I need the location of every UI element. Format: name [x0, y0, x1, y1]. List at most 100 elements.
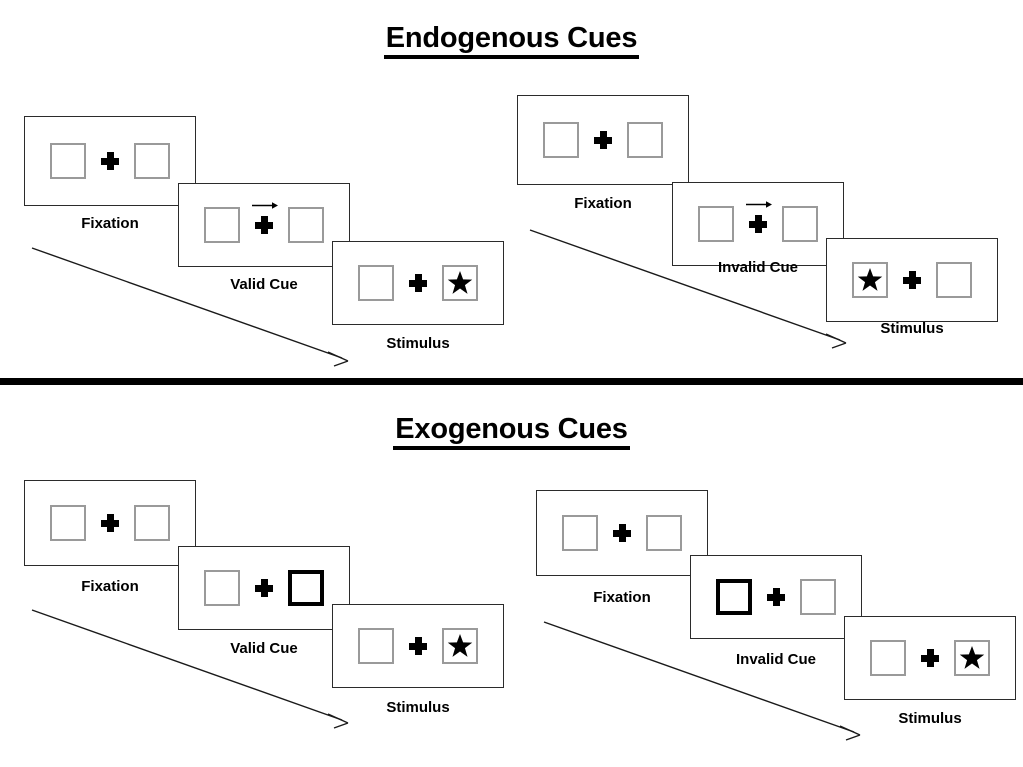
panel-content — [691, 556, 861, 638]
section-divider — [0, 378, 1023, 385]
stimulus-row — [50, 505, 170, 541]
star-icon — [447, 271, 473, 294]
panel-caption-endogenous-invalid-2: Stimulus — [880, 320, 944, 337]
stimulus-row — [543, 122, 663, 158]
placeholder-box-left — [204, 207, 240, 243]
panel-caption-exogenous-valid-0: Fixation — [81, 578, 139, 595]
star-icon — [959, 646, 985, 669]
panel-content — [179, 184, 349, 266]
plus-icon — [612, 523, 632, 543]
display-panel-endogenous-valid-0 — [24, 116, 196, 206]
panel-content — [845, 617, 1015, 699]
placeholder-box-left — [204, 570, 240, 606]
display-panel-endogenous-valid-2 — [332, 241, 504, 325]
stimulus-row — [716, 579, 836, 615]
panel-caption-endogenous-invalid-0: Fixation — [574, 195, 632, 212]
placeholder-box-left — [50, 505, 86, 541]
stimulus-row — [852, 262, 972, 298]
panel-caption-endogenous-valid-1: Valid Cue — [230, 276, 298, 293]
placeholder-box-left — [50, 143, 86, 179]
plus-icon — [254, 578, 274, 598]
placeholder-box-right — [134, 505, 170, 541]
panel-content — [25, 481, 195, 565]
panel-caption-exogenous-invalid-2: Stimulus — [898, 710, 962, 727]
cued-box-right — [288, 570, 324, 606]
placeholder-box-left — [358, 628, 394, 664]
placeholder-box-left — [543, 122, 579, 158]
stimulus-row — [358, 628, 478, 664]
placeholder-box-right — [627, 122, 663, 158]
display-panel-exogenous-valid-2 — [332, 604, 504, 688]
star-icon — [447, 634, 473, 657]
plus-icon — [920, 648, 940, 668]
placeholder-box-right — [800, 579, 836, 615]
display-panel-endogenous-invalid-2 — [826, 238, 998, 322]
display-panel-exogenous-valid-1 — [178, 546, 350, 630]
placeholder-box-right — [442, 265, 478, 301]
placeholder-box-left — [698, 206, 734, 242]
panel-content — [25, 117, 195, 205]
section-title-endogenous: Endogenous Cues — [0, 22, 1023, 60]
panel-caption-exogenous-valid-2: Stimulus — [386, 699, 450, 716]
placeholder-box-right — [442, 628, 478, 664]
placeholder-box-right — [954, 640, 990, 676]
stimulus-row — [698, 201, 818, 242]
cued-box-left — [716, 579, 752, 615]
panel-caption-endogenous-invalid-1: Invalid Cue — [717, 259, 799, 276]
panel-caption-endogenous-valid-0: Fixation — [81, 215, 139, 232]
plus-icon — [593, 130, 613, 150]
panel-content — [518, 96, 688, 184]
panel-content — [537, 491, 707, 575]
section-exogenous: Exogenous Cues — [0, 386, 1023, 767]
panel-caption-endogenous-valid-2: Stimulus — [386, 335, 450, 352]
display-panel-exogenous-invalid-2 — [844, 616, 1016, 700]
section-endogenous: Endogenous Cues — [0, 0, 1023, 381]
panel-content — [333, 242, 503, 324]
placeholder-box-right — [646, 515, 682, 551]
star-icon — [857, 268, 883, 291]
panel-content — [827, 239, 997, 321]
display-panel-endogenous-invalid-1 — [672, 182, 844, 266]
display-panel-exogenous-invalid-0 — [536, 490, 708, 576]
plus-icon — [902, 270, 922, 290]
section-title-exogenous-text: Exogenous Cues — [393, 413, 630, 451]
placeholder-box-left — [562, 515, 598, 551]
placeholder-box-left — [870, 640, 906, 676]
display-panel-endogenous-invalid-0 — [517, 95, 689, 185]
plus-icon — [766, 587, 786, 607]
panel-content — [333, 605, 503, 687]
placeholder-box-right — [936, 262, 972, 298]
plus-icon — [408, 636, 428, 656]
stimulus-row — [358, 265, 478, 301]
panel-caption-exogenous-invalid-1: Invalid Cue — [735, 651, 817, 668]
section-title-endogenous-text: Endogenous Cues — [383, 22, 640, 60]
stimulus-row — [562, 515, 682, 551]
plus-icon — [100, 151, 120, 171]
plus-icon — [100, 513, 120, 533]
arrow-right-icon — [252, 202, 278, 209]
panel-content — [673, 183, 843, 265]
placeholder-box-right — [288, 207, 324, 243]
display-panel-endogenous-valid-1 — [178, 183, 350, 267]
section-title-exogenous: Exogenous Cues — [0, 413, 1023, 451]
panel-caption-exogenous-invalid-0: Fixation — [593, 589, 651, 606]
display-panel-exogenous-invalid-1 — [690, 555, 862, 639]
placeholder-box-left — [852, 262, 888, 298]
panel-content — [179, 547, 349, 629]
stimulus-row — [204, 570, 324, 606]
stimulus-row — [204, 202, 324, 243]
plus-icon — [408, 273, 428, 293]
placeholder-box-left — [358, 265, 394, 301]
placeholder-box-right — [134, 143, 170, 179]
placeholder-box-right — [782, 206, 818, 242]
plus-icon — [252, 202, 278, 235]
display-panel-exogenous-valid-0 — [24, 480, 196, 566]
panel-caption-exogenous-valid-1: Valid Cue — [230, 640, 298, 657]
arrow-right-icon — [746, 201, 772, 208]
plus-icon — [746, 201, 772, 234]
stimulus-row — [870, 640, 990, 676]
